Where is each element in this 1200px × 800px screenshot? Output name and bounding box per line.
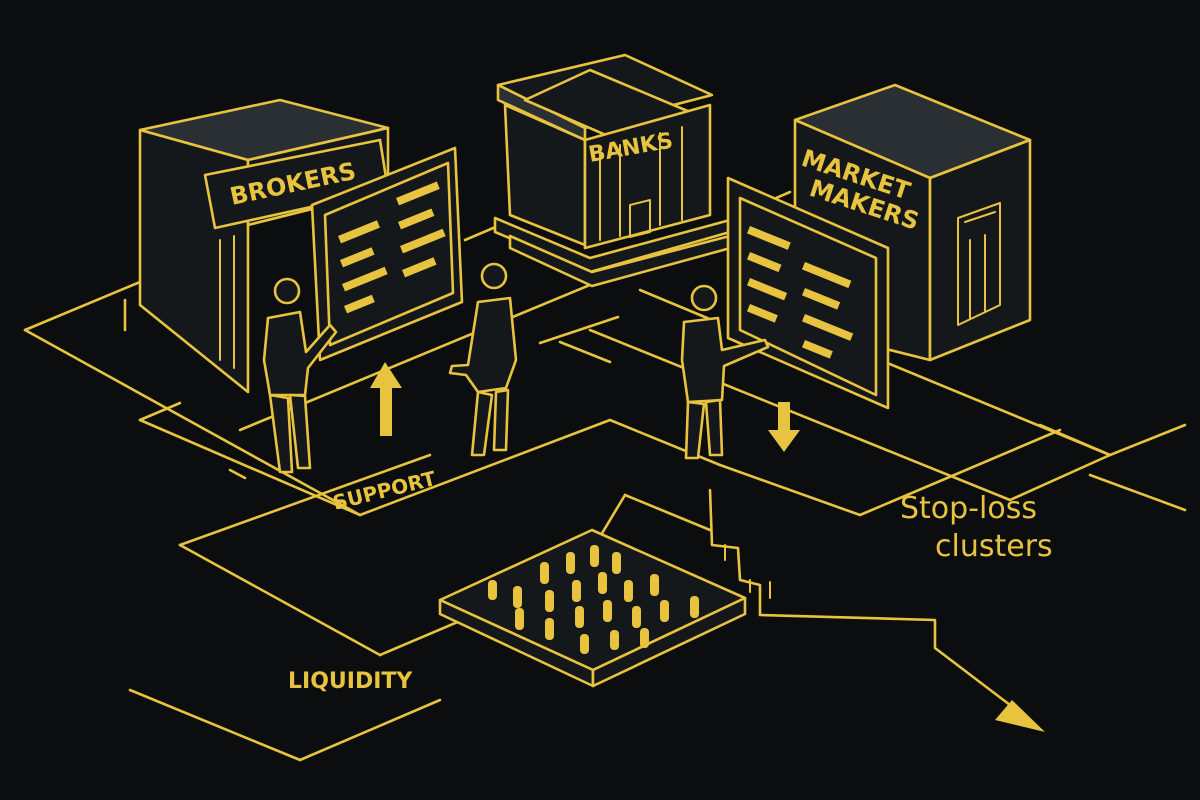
arrow-up-icon: [370, 362, 402, 436]
trend-arrow-icon: [708, 488, 1045, 732]
stop-loss-label-line2: clusters: [935, 529, 1053, 564]
market-makers-screen: [726, 176, 890, 410]
banks-building: BANKS: [493, 53, 747, 288]
liquidity-pool: [438, 528, 747, 688]
arrow-down-icon: [768, 402, 800, 452]
street-network: [23, 190, 1187, 762]
brokers-screen: [310, 146, 464, 362]
person-brokers: [262, 277, 338, 474]
person-market-makers: [680, 284, 770, 460]
stop-loss-label-line1: Stop-loss: [900, 491, 1037, 526]
brokers-building: BROKERS: [138, 98, 390, 394]
liquidity-label: LIQUIDITY: [288, 669, 413, 694]
support-label: SUPPORT: [330, 466, 438, 515]
liquidity-dots: [488, 545, 699, 654]
person-center: [448, 262, 518, 457]
